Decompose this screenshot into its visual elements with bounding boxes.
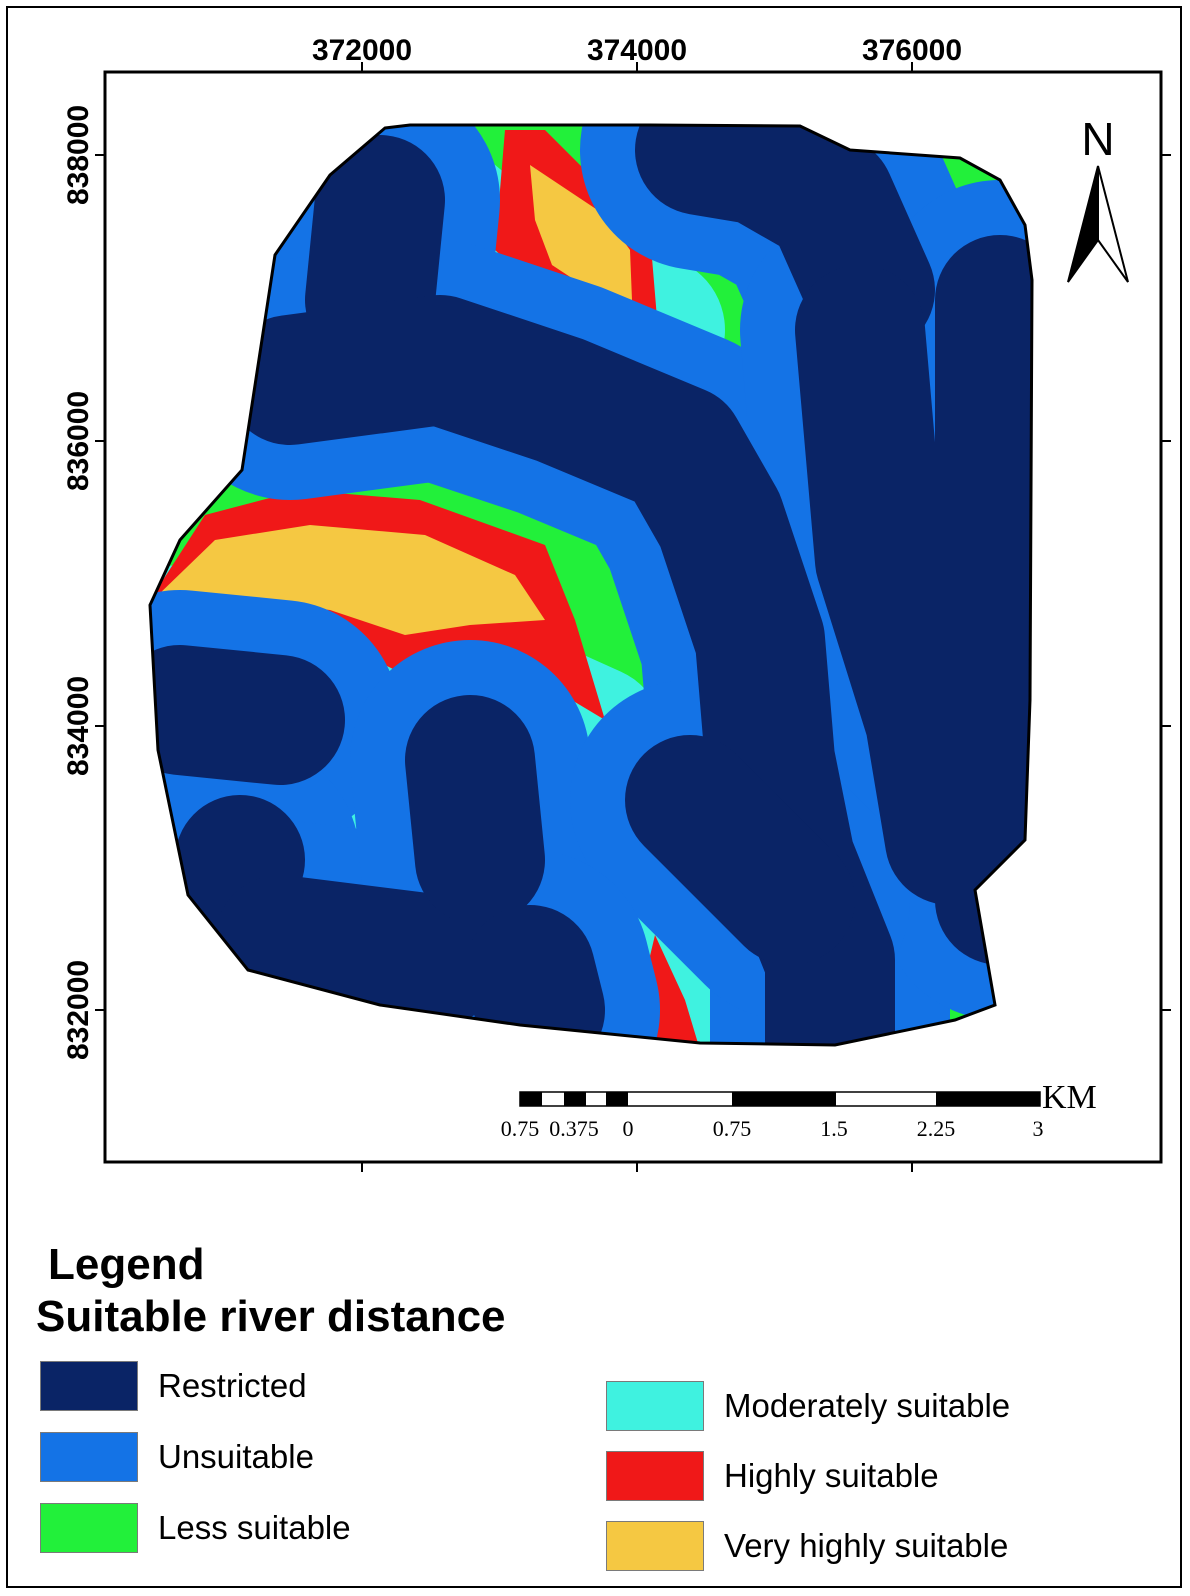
scale-label-2.25: 2.25 [917,1116,956,1141]
legend-item-moderately-suitable: Moderately suitable [606,1378,1010,1434]
scale-bar-unit: KM [1042,1079,1097,1116]
scale-bar [519,1091,1041,1107]
scale-label-1.5: 1.5 [820,1116,848,1141]
legend-label-highly-suitable: Highly suitable [724,1457,939,1494]
legend: Legend Suitable river distance Restricte… [36,1240,1156,1571]
y-tick-label-838000: 838000 [62,105,95,205]
legend-item-very-highly-suitable: Very highly suitable [606,1518,1008,1574]
page-frame [6,6,1182,1588]
legend-subtitle: Suitable river distance [36,1292,506,1341]
y-tick-label-836000: 836000 [62,391,95,491]
y-tick-label-832000: 832000 [62,960,95,1060]
legend-swatch-moderately-suitable [606,1381,704,1431]
x-tick-label-374000: 374000 [587,34,687,67]
x-tick-label-376000: 376000 [862,34,962,67]
legend-item-less-suitable: Less suitable [40,1500,351,1556]
study-area-boundary [148,123,1034,1047]
legend-label-moderately-suitable: Moderately suitable [724,1387,1011,1424]
legend-label-unsuitable: Unsuitable [158,1438,314,1475]
scale-label-0.75-left: 0.75 [501,1116,540,1141]
legend-swatch-unsuitable [40,1432,138,1482]
legend-swatch-restricted [40,1361,138,1411]
legend-swatch-very-highly-suitable [606,1521,704,1571]
zone-very-highly-suitable [155,165,632,635]
scale-label-0.75: 0.75 [713,1116,752,1141]
legend-swatch-highly-suitable [606,1451,704,1501]
legend-label-less-suitable: Less suitable [158,1509,351,1546]
scale-label-0.375: 0.375 [549,1116,599,1141]
axis-ticks [95,62,1171,1172]
legend-title: Legend [48,1240,205,1289]
map-figure: 372000 374000 376000 838000 836000 83400… [62,34,1171,1172]
scale-label-3: 3 [1033,1116,1044,1141]
suitability-zones [150,125,1032,1045]
x-tick-label-372000: 372000 [312,34,412,67]
scale-label-0: 0 [623,1116,634,1141]
north-arrow-icon [1067,165,1129,283]
legend-item-highly-suitable: Highly suitable [606,1448,939,1504]
legend-item-unsuitable: Unsuitable [40,1429,314,1485]
legend-label-very-highly-suitable: Very highly suitable [724,1527,1009,1564]
legend-label-restricted: Restricted [158,1367,307,1404]
north-label: N [1081,113,1114,165]
legend-item-restricted: Restricted [40,1358,307,1414]
legend-swatch-less-suitable [40,1503,138,1553]
y-tick-label-834000: 834000 [62,676,95,776]
zone-restricted [150,125,1032,1045]
